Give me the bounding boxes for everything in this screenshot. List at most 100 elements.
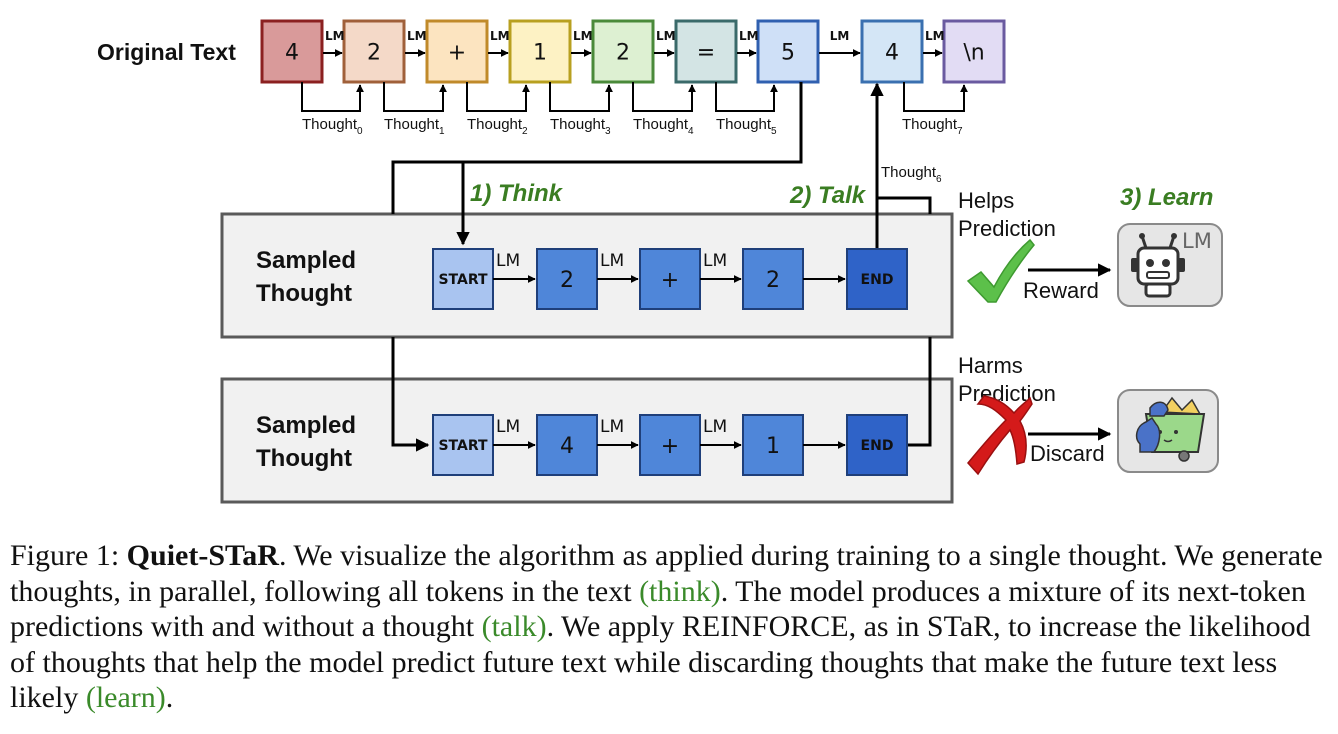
token-box-0 (260, 19, 324, 84)
panel-1-label-line2: Thought (256, 280, 352, 307)
panel-1-label-line1: Sampled (256, 247, 356, 274)
token-box-5 (674, 19, 738, 84)
panel-2-thought-tokens: START 4 +1 END LM LM LM (432, 414, 908, 476)
harms-label-line2: Prediction (958, 381, 1056, 406)
lm-label-0: LM (325, 29, 345, 43)
caption-title: Quiet-STaR (126, 539, 279, 572)
caption-prefix: Figure 1: (10, 539, 127, 572)
panel-2-token-text-0: START (438, 438, 488, 454)
caption-part4: . (165, 681, 174, 714)
lm-label-6: LM (830, 29, 850, 43)
panel-2-lm-label-0: LM (496, 417, 520, 437)
thought-label-3: Thought3 (550, 116, 611, 137)
token-box-7 (860, 19, 924, 84)
step-learn-label: 3) Learn (1120, 184, 1213, 211)
panel-1-lm-label-2: LM (703, 251, 727, 271)
panel-1-token-box-2 (639, 248, 701, 310)
token-text-0: 4 (285, 41, 299, 66)
panel-2-token-text-3: 1 (766, 434, 780, 459)
thought-label-7: Thought7 (902, 116, 963, 137)
panel-2-token-box-4 (846, 414, 908, 476)
token-text-7: 4 (885, 41, 899, 66)
caption-part2: . The model produces a mixture of its ne… (10, 574, 1306, 644)
panel-1-thought-tokens: START 2 +2 END LM LM LM (432, 248, 908, 310)
trash-bin-icon (1117, 389, 1219, 473)
robot-lm-label: LM (1182, 229, 1212, 253)
token-box-2 (425, 19, 489, 84)
panel-1-token-text-0: START (438, 272, 488, 288)
harms-label-line1: Harms (958, 353, 1023, 378)
panel-1-lm-label-0: LM (496, 251, 520, 271)
caption-learn: (learn) (85, 681, 166, 714)
thought-label-2: Thought2 (467, 116, 528, 137)
token-text-4: 2 (616, 41, 630, 66)
token-box-4 (591, 19, 655, 84)
panel-2-lm-label-2: LM (703, 417, 727, 437)
caption-part3: . We apply REINFORCE, as in STaR, to inc… (10, 610, 1311, 714)
token-text-3: 1 (533, 41, 547, 66)
token-text-2: + (448, 41, 466, 66)
token-box-1 (342, 19, 406, 84)
thought-label-1: Thought1 (384, 116, 445, 137)
caption-think: (think) (639, 574, 721, 608)
step-think-label: 1) Think (470, 180, 564, 207)
figure-caption: Figure 1: Quiet-STaR. We visualize the a… (10, 538, 1330, 716)
lm-label-4: LM (656, 29, 676, 43)
talk-connector-right (877, 196, 932, 214)
discard-label: Discard (1030, 441, 1105, 466)
checkmark-icon (966, 238, 1035, 303)
thought-label-4: Thought4 (633, 116, 694, 137)
panel-1-token-text-2: + (661, 268, 679, 293)
lm-label-7: LM (925, 29, 945, 43)
think-arrow-into-start-2 (391, 337, 430, 452)
token-text-8: \n (963, 41, 984, 66)
thought-loop-3 (549, 82, 613, 112)
step-talk-label: 2) Talk (789, 182, 867, 209)
thought-loop-1 (383, 82, 447, 112)
panel-2-label-line1: Sampled (256, 412, 356, 439)
caption-talk: (talk) (481, 610, 547, 643)
helps-label-line1: Helps (958, 188, 1014, 213)
robot-lm-icon (1117, 223, 1223, 307)
thought-6-label: Thought6 (881, 164, 942, 185)
token-box-6 (756, 19, 820, 84)
panel-1-lm-label-1: LM (600, 251, 624, 271)
original-text-label: Original Text (97, 39, 236, 65)
panel-2-token-text-1: 4 (560, 434, 574, 459)
token-text-5: = (697, 41, 715, 66)
thought-loop-2 (466, 82, 530, 112)
thought-label-0: Thought0 (302, 116, 363, 137)
panel-1-token-text-3: 2 (766, 268, 780, 293)
original-token-row: 4 2 +1 2 = 5 4 \n (260, 19, 1006, 84)
token-text-1: 2 (367, 41, 381, 66)
panel-1-token-box-1 (536, 248, 598, 310)
token-text-6: 5 (781, 41, 795, 66)
panel-1-token-text-1: 2 (560, 268, 574, 293)
original-token-connectors: LM LM LM LM LM LM LM LM Thought0 Thought1 Thought2… (301, 29, 968, 137)
lm-label-1: LM (407, 29, 427, 43)
panel-2-token-text-2: + (661, 434, 679, 459)
lm-label-5: LM (739, 29, 759, 43)
panel-1-token-text-4: END (861, 272, 894, 288)
panel-1-token-box-3 (742, 248, 804, 310)
panel-2-end-connector (908, 337, 932, 447)
panel-2-label-line2: Thought (256, 445, 352, 472)
reward-label: Reward (1023, 278, 1099, 303)
thought-loop-4 (632, 82, 696, 112)
panel-2-lm-label-1: LM (600, 417, 624, 437)
cross-mark-icon (967, 395, 1033, 476)
token-box-8 (942, 19, 1006, 84)
panel-2-token-text-4: END (861, 438, 894, 454)
lm-label-2: LM (490, 29, 510, 43)
thought-loop-7 (903, 82, 968, 112)
panel-1-token-box-4 (846, 248, 908, 310)
thought-label-5: Thought5 (716, 116, 777, 137)
lm-label-3: LM (573, 29, 593, 43)
panel-2-token-box-2 (639, 414, 701, 476)
token-box-3 (508, 19, 572, 84)
thought-loop-5 (715, 82, 778, 112)
caption-part1: . We visualize the algorithm as applied … (10, 539, 1323, 608)
helps-label-line2: Prediction (958, 216, 1056, 241)
thought-loop-0 (301, 82, 364, 112)
